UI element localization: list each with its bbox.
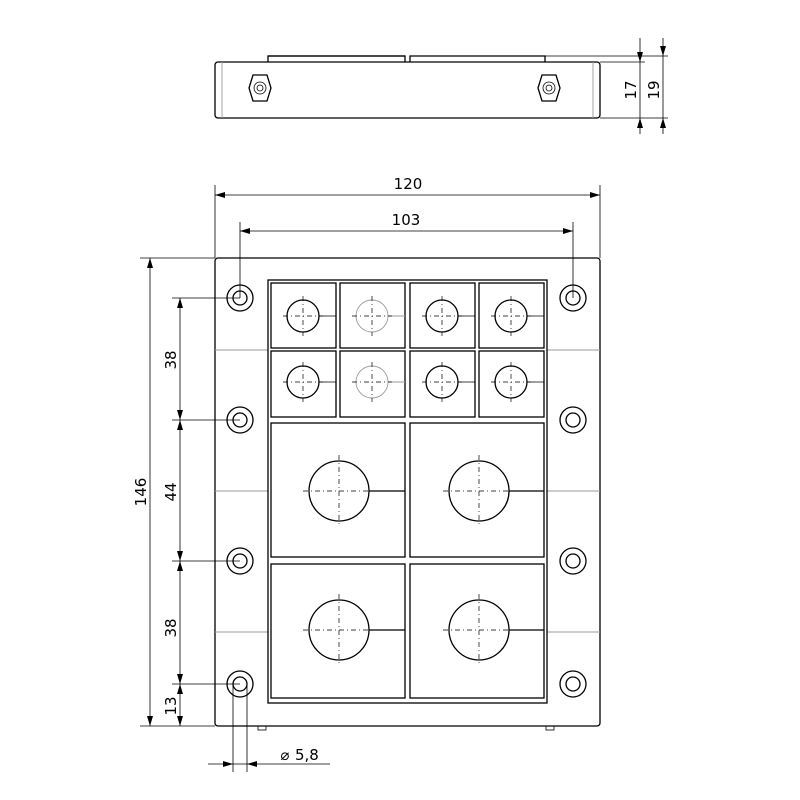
dim-width-120: 120 xyxy=(394,175,423,193)
dim-side-19: 19 xyxy=(645,80,663,99)
centerlines xyxy=(283,296,531,666)
large-modules xyxy=(270,422,545,699)
mounting-hole xyxy=(559,284,587,312)
mounting-hole xyxy=(559,670,587,698)
dim-hole-diameter-5-8: 5,8 xyxy=(295,746,319,764)
dim-pitch-middle-44: 44 xyxy=(162,482,180,501)
hole-diameter-dimension: ⌀ 5,8 xyxy=(208,684,330,772)
dim-height-146: 146 xyxy=(132,478,150,507)
dim-diameter-symbol: ⌀ xyxy=(280,746,289,764)
dim-edge-13: 13 xyxy=(162,696,180,715)
front-view xyxy=(214,257,601,731)
dim-side-17: 17 xyxy=(622,80,640,99)
mounting-hole xyxy=(559,547,587,575)
small-module-row-1 xyxy=(270,282,545,349)
mounting-hole xyxy=(559,406,587,434)
width-dimensions: 120 103 xyxy=(214,175,601,298)
vertical-dimensions: 146 38 44 38 13 xyxy=(132,257,240,727)
hex-nut-right xyxy=(537,74,561,102)
small-module-row-2 xyxy=(270,350,545,418)
side-view: 17 19 xyxy=(214,38,668,134)
dim-pitch-bottom-38: 38 xyxy=(162,618,180,637)
dim-pitch-top-38: 38 xyxy=(162,350,180,369)
hex-nut-left xyxy=(248,74,272,102)
dim-hole-spacing-103: 103 xyxy=(392,211,421,229)
